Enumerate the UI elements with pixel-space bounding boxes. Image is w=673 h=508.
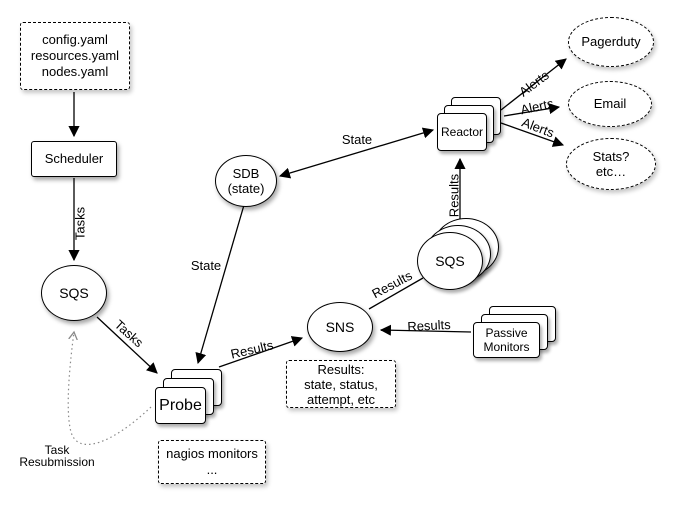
edge-reactor-to-stats (500, 122, 565, 147)
sdb-state-node: SDB (state) (215, 155, 277, 207)
stats-node: Stats? etc… (566, 138, 656, 190)
probe-stack: Probe (155, 369, 222, 424)
task-resubmission-label: Task Resubmission (19, 443, 95, 469)
sns-node: SNS (307, 302, 373, 352)
email-node: Email (568, 81, 652, 127)
edge-sns-to-sqs-results (368, 277, 424, 310)
edge-probe-to-sns (218, 336, 304, 368)
edge-sdb-to-probe (195, 204, 245, 365)
nagios-monitors-note: nagios monitors ... (158, 440, 266, 484)
pagerduty-node: Pagerduty (568, 17, 654, 67)
edge-sqs-to-probe (96, 316, 158, 374)
probe-node: Probe (155, 387, 206, 424)
edge-passive-to-sns (379, 324, 472, 336)
sqs-results-stack: SQS (417, 218, 499, 290)
edge-task-resubmission-dotted (67, 332, 152, 446)
passive-monitors-node: Passive Monitors (473, 322, 540, 358)
edge-reactor-to-email (503, 103, 561, 117)
edge-reactor-to-pagerduty (500, 58, 567, 111)
reactor-node: Reactor (437, 113, 487, 151)
sqs-tasks-node: SQS (41, 265, 107, 321)
passive-monitors-stack: Passive Monitors (473, 306, 556, 358)
sqs-results-node: SQS (417, 232, 483, 290)
scheduler-node: Scheduler (31, 141, 117, 177)
edge-reactor-sdb-state (278, 127, 435, 179)
config-files-node: config.yaml resources.yaml nodes.yaml (20, 22, 130, 90)
reactor-stack: Reactor (437, 97, 501, 151)
results-detail-note: Results: state, status, attempt, etc (286, 360, 396, 408)
